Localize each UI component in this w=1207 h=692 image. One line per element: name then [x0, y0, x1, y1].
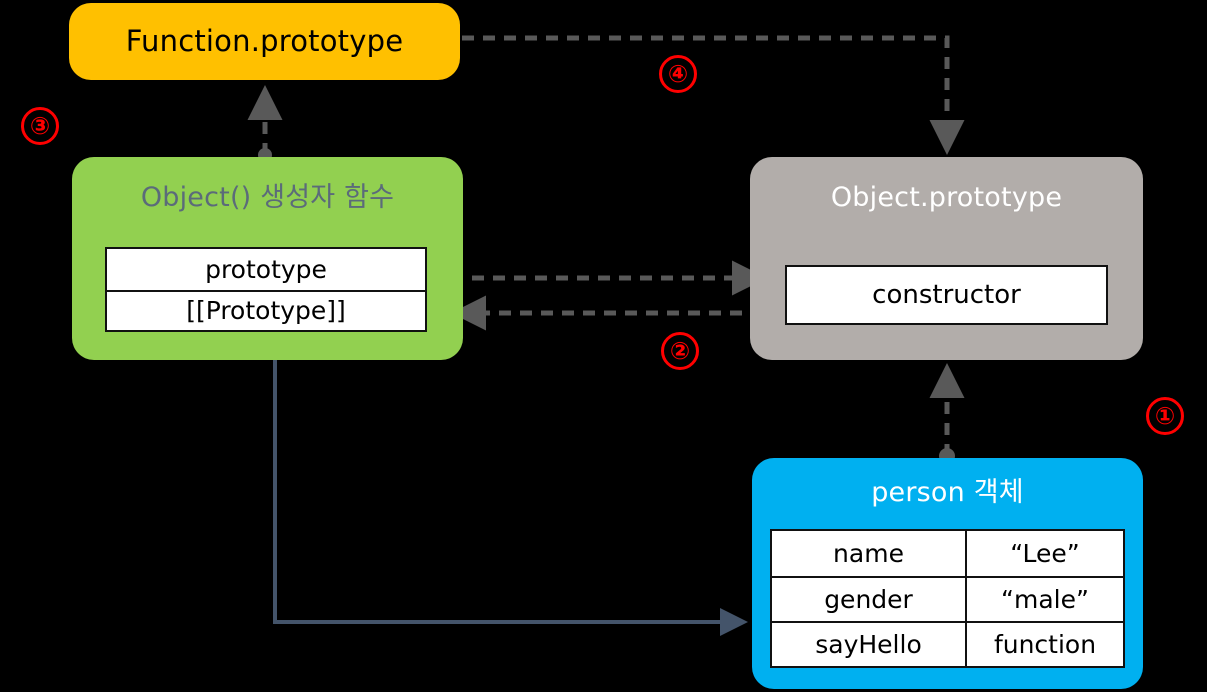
- object-prototype-slot-table: constructor: [785, 265, 1108, 325]
- slot-internal-prototype: [[Prototype]]: [107, 291, 425, 330]
- property-key: name: [772, 531, 965, 576]
- table-row: name “Lee”: [772, 531, 1123, 576]
- slot-row: constructor: [787, 267, 1106, 323]
- node-function-prototype[interactable]: Function.prototype: [69, 3, 460, 80]
- property-value: “male”: [965, 578, 1123, 621]
- object-constructor-slot-table: prototype [[Prototype]]: [105, 247, 427, 332]
- wire-ctor-to-function-prototype: [247, 85, 283, 162]
- wire-prototype-slot-to-object-prototype: [419, 260, 767, 296]
- node-object-constructor-title: Object() 생성자 함수: [140, 182, 395, 213]
- step-marker-4: ④: [659, 55, 697, 93]
- property-key: sayHello: [772, 623, 965, 666]
- node-object-prototype[interactable]: Object.prototype: [750, 157, 1143, 360]
- property-value: function: [965, 623, 1123, 666]
- wire-object-constructor-to-person: [273, 360, 748, 636]
- wire-person-to-object-prototype: [929, 363, 965, 464]
- person-property-table: name “Lee” gender “male” sayHello functi…: [770, 529, 1125, 668]
- node-function-prototype-title: Function.prototype: [125, 23, 404, 58]
- slot-constructor: constructor: [787, 267, 1106, 323]
- step-marker-2: ②: [661, 332, 699, 370]
- wire-function-prototype-to-object-prototype: [462, 35, 965, 155]
- table-row: gender “male”: [772, 576, 1123, 621]
- node-object-prototype-title: Object.prototype: [830, 182, 1063, 213]
- slot-row: [[Prototype]]: [107, 289, 425, 330]
- node-person-object-title: person 객체: [871, 477, 1024, 508]
- wire-constructor-slot-to-object-constructor: [451, 295, 795, 331]
- property-value: “Lee”: [965, 531, 1123, 576]
- table-row: sayHello function: [772, 621, 1123, 666]
- slot-prototype: prototype: [107, 249, 425, 290]
- step-marker-1: ①: [1146, 397, 1184, 435]
- step-marker-3: ③: [21, 107, 59, 145]
- property-key: gender: [772, 578, 965, 621]
- slot-row: prototype: [107, 249, 425, 290]
